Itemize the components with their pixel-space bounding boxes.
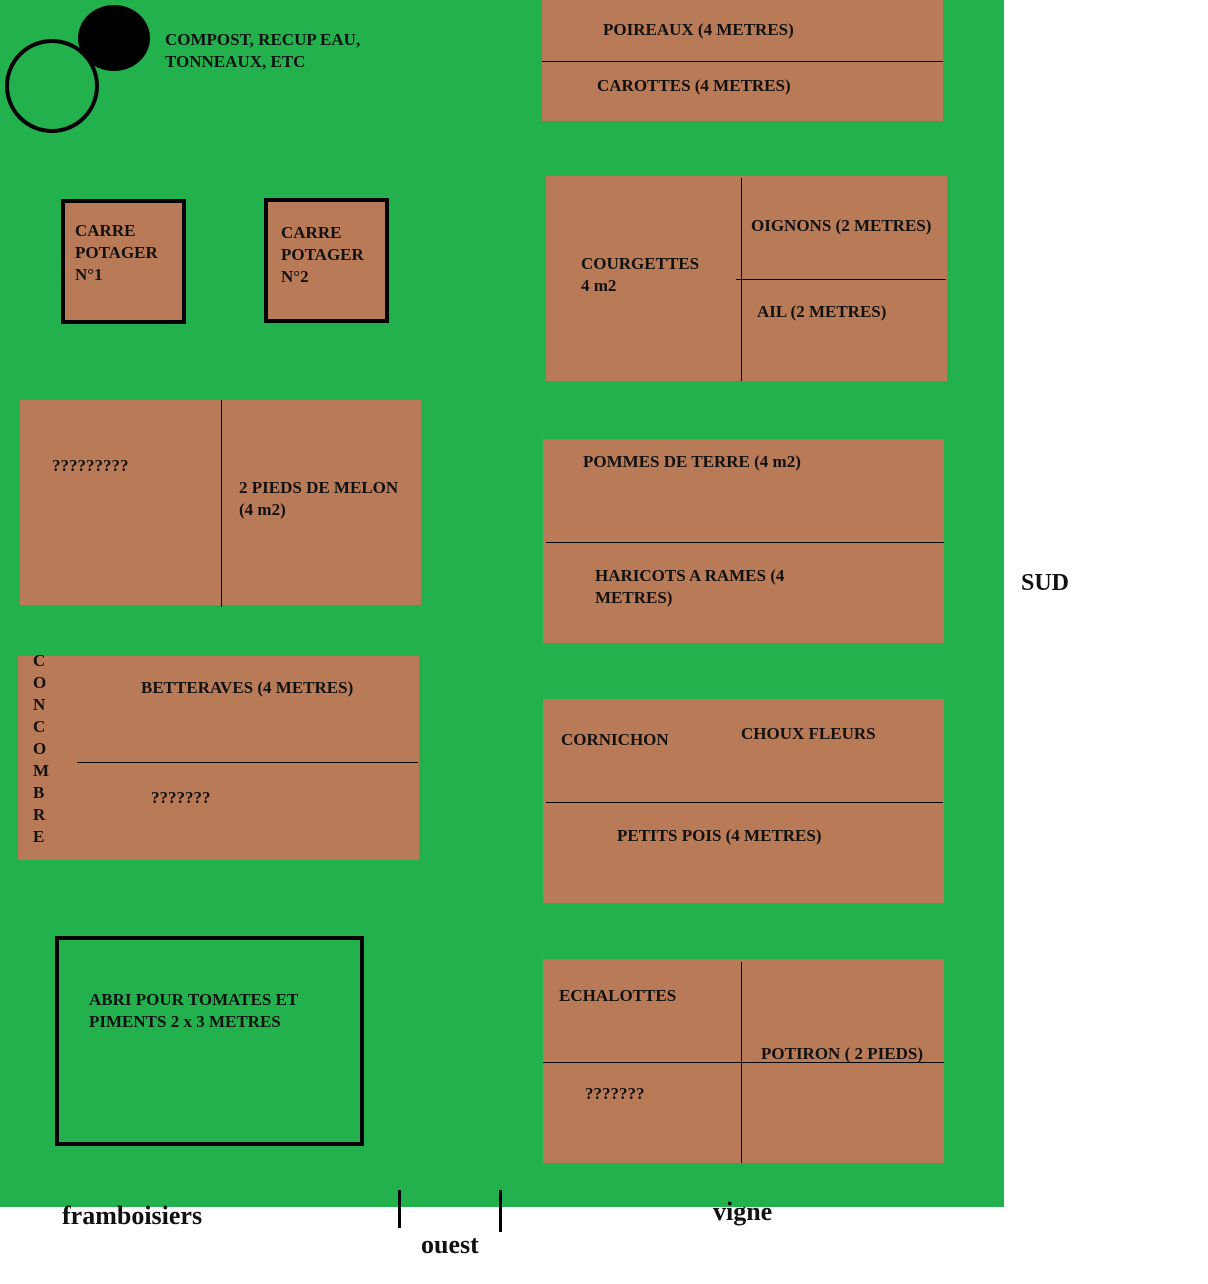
- concombre-letter: B: [33, 783, 45, 802]
- ail-label: AIL (2 METRES): [757, 302, 887, 321]
- gate-post-right: [499, 1190, 502, 1232]
- divider: [542, 61, 943, 62]
- plot-courgettes: [546, 176, 947, 381]
- petits-pois-label: PETITS POIS (4 METRES): [617, 826, 822, 845]
- compost-circles-icon: [5, 5, 150, 133]
- betteraves-label: BETTERAVES (4 METRES): [141, 678, 354, 697]
- sud-label: SUD: [1021, 570, 1070, 596]
- echalottes-label: ECHALOTTES: [559, 986, 677, 1005]
- potiron-label: POTIRON ( 2 PIEDS): [761, 1044, 923, 1063]
- divider: [546, 542, 944, 543]
- concombre-letter: O: [33, 739, 47, 758]
- pommes-label: POMMES DE TERRE (4 m2): [583, 452, 801, 471]
- divider: [77, 762, 418, 763]
- unknown-label-1: ?????????: [52, 456, 129, 475]
- choux-label: CHOUX FLEURS: [741, 724, 876, 743]
- carre-potager-1: [61, 199, 186, 324]
- unknown-label-3: ???????: [585, 1084, 645, 1103]
- plot-melon: [20, 400, 421, 605]
- concombre-letter: C: [33, 651, 46, 670]
- concombre-letter: M: [33, 761, 50, 780]
- plot-echalottes-potiron: [543, 959, 944, 1163]
- plot-poireaux-carottes: [542, 0, 943, 121]
- melon-label: 2 PIEDS DE MELON(4 m2): [239, 478, 399, 519]
- concombre-letter: R: [33, 805, 46, 824]
- divider: [543, 1062, 944, 1063]
- divider: [221, 400, 222, 607]
- plot-pommes-haricots: [543, 439, 944, 643]
- concombre-letter: O: [33, 673, 47, 692]
- plot-betteraves: [18, 656, 419, 860]
- abri-tomates: [55, 936, 364, 1146]
- concombre-letter: N: [33, 695, 46, 714]
- unknown-label-2: ???????: [151, 788, 211, 807]
- divider: [736, 279, 946, 280]
- carottes-label: CAROTTES (4 METRES): [597, 76, 791, 95]
- cornichon-label: CORNICHON: [561, 730, 669, 749]
- ouest-label: ouest: [421, 1230, 479, 1259]
- plot-choux-pois: [543, 699, 944, 903]
- oignons-label: OIGNONS (2 METRES): [751, 216, 932, 235]
- vigne-label: vigne: [713, 1197, 773, 1226]
- compost-label: COMPOST, RECUP EAU,TONNEAUX, ETC: [165, 30, 361, 71]
- concombre-letter: E: [33, 827, 45, 846]
- carre-potager-2: [264, 198, 389, 323]
- gate-post-left: [398, 1190, 401, 1228]
- divider: [546, 802, 943, 803]
- framboisiers-label: framboisiers: [62, 1201, 203, 1230]
- poireaux-label: POIREAUX (4 METRES): [603, 20, 794, 39]
- concombre-letter: C: [33, 717, 46, 736]
